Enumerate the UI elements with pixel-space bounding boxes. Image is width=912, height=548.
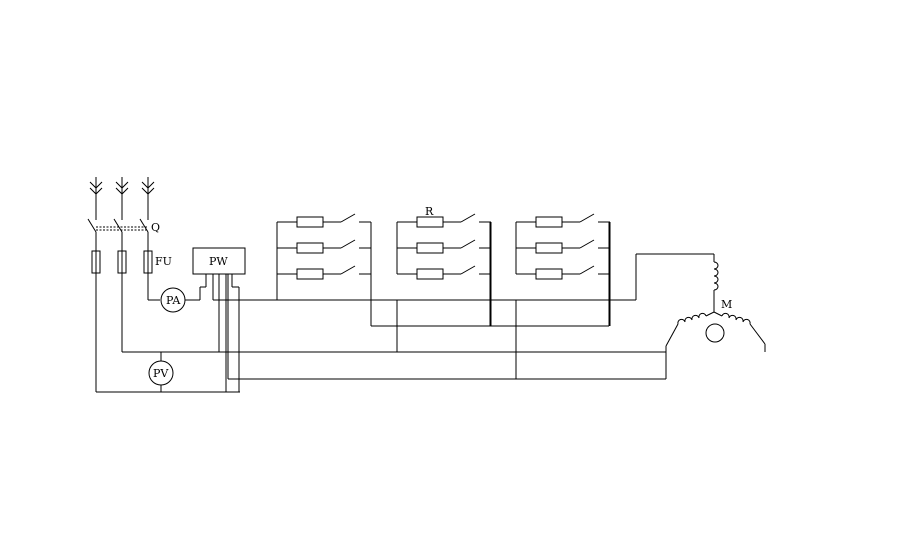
resistor-bank-2 xyxy=(396,213,492,326)
resistor-bank-1 xyxy=(276,213,372,326)
resistor-branch xyxy=(277,265,371,280)
resistor-banks xyxy=(276,213,611,326)
contactor-switch xyxy=(460,239,476,249)
phase-leads xyxy=(95,279,666,393)
switch-label: Q xyxy=(151,221,160,234)
voltmeter-label: PV xyxy=(153,367,169,380)
contactor-switch xyxy=(460,213,476,223)
resistor-branch xyxy=(516,265,610,280)
supply-arrow-l3 xyxy=(141,177,155,197)
motor-feed-lines xyxy=(213,253,715,380)
supply-arrow-l2 xyxy=(115,177,129,197)
contactor-switch xyxy=(460,265,476,275)
contactor-switch xyxy=(579,213,595,223)
resistor-label: R xyxy=(425,205,434,218)
resistor-branch xyxy=(516,213,610,228)
fuses: FU xyxy=(91,232,172,279)
resistor xyxy=(416,216,444,228)
motor-winding-top xyxy=(713,261,719,291)
resistor-branch xyxy=(277,213,371,228)
bank-bus-lines xyxy=(276,222,609,379)
voltmeter: PV xyxy=(148,352,174,392)
ammeter-label: PA xyxy=(166,294,181,307)
supply-arrows xyxy=(89,177,155,197)
contactor-switch xyxy=(340,213,356,223)
resistor xyxy=(535,268,563,280)
resistor-branch xyxy=(397,265,491,280)
resistor xyxy=(296,268,324,280)
contactor-switch xyxy=(579,265,595,275)
resistor-branch xyxy=(277,239,371,254)
contactor-switch xyxy=(579,239,595,249)
motor-label: M xyxy=(721,298,732,311)
contactor-switch xyxy=(340,239,356,249)
resistor-branch xyxy=(516,239,610,254)
power-meter: PW xyxy=(192,247,246,392)
resistor xyxy=(296,216,324,228)
resistor xyxy=(296,242,324,254)
motor-winding-right xyxy=(721,312,751,325)
motor-rotor xyxy=(705,323,725,343)
resistor xyxy=(416,242,444,254)
resistor xyxy=(416,268,444,280)
fuse-label: FU xyxy=(155,255,172,268)
motor-winding-left xyxy=(677,312,707,325)
resistor-branch xyxy=(397,213,491,228)
power-meter-label: PW xyxy=(209,255,228,268)
resistor-bank-3 xyxy=(515,213,611,326)
supply-arrow-l1 xyxy=(89,177,103,197)
contactor-switch xyxy=(340,265,356,275)
resistor xyxy=(535,242,563,254)
main-switch: Q xyxy=(87,197,160,234)
resistor xyxy=(535,216,563,228)
motor: M xyxy=(665,261,766,352)
ammeter: PA xyxy=(160,274,207,313)
resistor-branch xyxy=(397,239,491,254)
